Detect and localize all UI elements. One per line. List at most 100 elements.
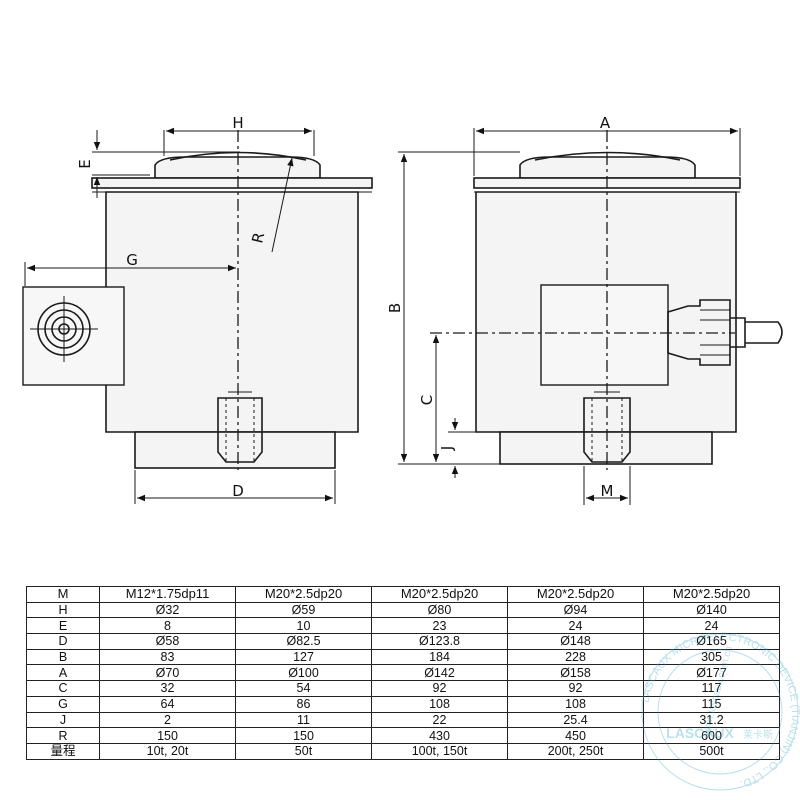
cable-gland [667,299,731,366]
table-cell: 115 [643,695,780,713]
top-flange [91,177,373,189]
table-cell: 450 [507,727,644,744]
table-cell: Ø59 [235,601,372,619]
table-cell: 32 [99,680,236,697]
junction-box [540,284,669,386]
table-cell: 92 [371,680,508,697]
dim-a-label: A [600,114,611,132]
table-cell: 11 [235,711,372,729]
dim-r-label: R [248,231,268,245]
base-right [499,431,713,465]
dim-c-label: C [418,395,436,405]
table-cell: 150 [99,727,236,744]
table-cell: 305 [643,648,780,666]
table-cell: Ø58 [99,633,236,650]
table-cell: 10 [235,617,372,635]
table-cell: Ø123.8 [371,633,508,650]
table-cell: 127 [235,648,372,666]
table-cell: 430 [371,727,508,744]
row-key: 量程 [26,742,100,760]
table-cell: 117 [643,680,780,697]
table-cell: 83 [99,648,236,666]
table-cell: 86 [235,695,372,713]
dim-m-label: M [601,482,614,500]
table-cell: 25.4 [507,711,644,729]
table-cell: 108 [507,695,644,713]
table-cell: 10t, 20t [99,742,236,760]
row-key: H [26,601,100,619]
table-cell: Ø32 [99,601,236,619]
dim-e-label: E [76,159,94,168]
table-cell: M20*2.5dp20 [235,586,372,603]
table-cell: Ø82.5 [235,633,372,650]
table-cell: 184 [371,648,508,666]
table-cell: Ø94 [507,601,644,619]
dim-d-label: D [232,482,244,500]
dim-j-label: J [438,446,456,451]
table-cell: Ø165 [643,633,780,650]
table-cell: 22 [371,711,508,729]
row-key: C [26,680,100,697]
table-cell: Ø148 [507,633,644,650]
table-cell: 500t [643,742,780,760]
cable-stub [745,321,783,344]
table-cell: 108 [371,695,508,713]
row-key: M [26,586,100,603]
table-cell: 24 [507,617,644,635]
row-key: A [26,664,100,682]
table-cell: Ø80 [371,601,508,619]
table-cell: M20*2.5dp20 [507,586,644,603]
table-cell: 54 [235,680,372,697]
dim-r-line [271,157,294,253]
table-cell: Ø142 [371,664,508,682]
table-cell: 24 [643,617,780,635]
main-body [105,191,359,433]
table-cell: Ø177 [643,664,780,682]
table-cell: 2 [99,711,236,729]
row-key: G [26,695,100,713]
table-cell: 64 [99,695,236,713]
table-cell: 228 [507,648,644,666]
table-cell: 92 [507,680,644,697]
table-cell: 600 [643,727,780,744]
table-cell: Ø70 [99,664,236,682]
row-key: E [26,617,100,635]
table-cell: 50t [235,742,372,760]
row-key: D [26,633,100,650]
table-cell: Ø140 [643,601,780,619]
thread-hole [217,397,263,463]
table-cell: M12*1.75dp11 [99,586,236,603]
dim-g-label: G [126,251,138,269]
row-key: R [26,727,100,744]
table-cell: 200t, 250t [507,742,644,760]
left-view: H E R G D [22,114,373,504]
right-view: A B C J M [386,114,783,505]
table-cell: M20*2.5dp20 [371,586,508,603]
dim-b-label: B [386,303,404,313]
table-cell: 31.2 [643,711,780,729]
row-key: J [26,711,100,729]
table-cell: Ø100 [235,664,372,682]
table-cell: 23 [371,617,508,635]
thread-hole-right [583,397,631,463]
dim-h-label: H [232,114,243,132]
table-cell: Ø158 [507,664,644,682]
table-cell: 8 [99,617,236,635]
row-key: B [26,648,100,666]
table-cell: 150 [235,727,372,744]
table-cell: 100t, 150t [371,742,508,760]
gland-nut [730,317,746,348]
